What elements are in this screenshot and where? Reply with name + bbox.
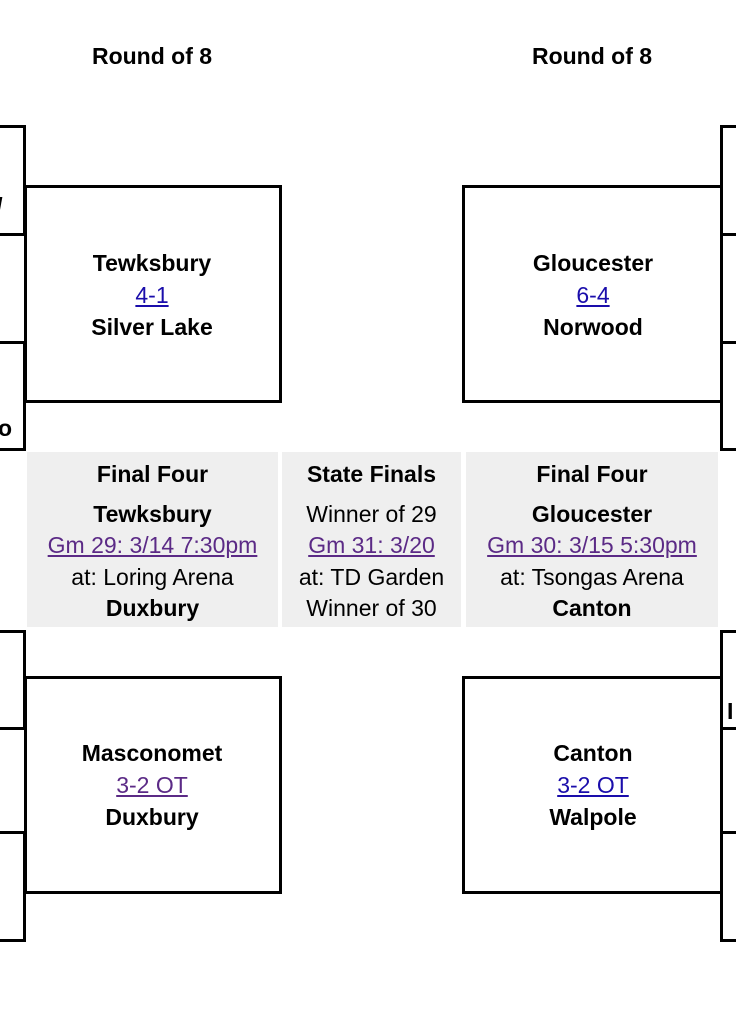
team-name: Masconomet	[81, 740, 223, 766]
team-name: Duxbury	[105, 804, 199, 830]
panel-final-four-left: Final Four Tewksbury Gm 29: 3/14 7:30pm …	[27, 452, 278, 627]
bracket-edge-right-top-1	[720, 125, 736, 236]
score-link[interactable]: 4-1	[135, 282, 169, 308]
game-link[interactable]: Gm 31: 3/20	[308, 532, 435, 558]
team-name: Canton	[553, 740, 633, 766]
bracket-edge-left-bottom-2	[0, 831, 26, 942]
team-name: Gloucester	[532, 250, 654, 276]
panel-team: Canton	[552, 595, 632, 621]
venue-text: at: Tsongas Arena	[500, 563, 684, 590]
panel-title: State Finals	[306, 461, 437, 487]
edge-fragment-left-top: /	[0, 192, 3, 220]
panel-final-four-right: Final Four Gloucester Gm 30: 3/15 5:30pm…	[466, 452, 718, 627]
edge-fragment-left-mid: o	[0, 415, 13, 441]
panel-title: Final Four	[96, 461, 209, 487]
score-link[interactable]: 3-2 OT	[557, 772, 629, 798]
match-bottom-left: Masconomet 3-2 OT Duxbury	[25, 737, 279, 833]
panel-winner-text: Winner of 29	[306, 500, 437, 527]
game-link[interactable]: Gm 30: 3/15 5:30pm	[487, 532, 697, 558]
match-box-top-right	[462, 185, 723, 403]
bracket-edge-left-top-1	[0, 125, 26, 236]
match-bottom-right: Canton 3-2 OT Walpole	[466, 737, 720, 833]
team-name: Norwood	[543, 314, 643, 340]
panel-winner-text: Winner of 30	[306, 595, 437, 621]
venue-text: at: TD Garden	[298, 563, 445, 590]
venue-text: at: Loring Arena	[71, 563, 234, 590]
panel-team: Tewksbury	[93, 500, 212, 527]
match-box-bottom-left	[24, 676, 282, 894]
score-link[interactable]: 3-2 OT	[116, 772, 188, 798]
round-of-8-header-left: Round of 8	[91, 43, 213, 69]
score-link[interactable]: 6-4	[576, 282, 610, 308]
panel-team: Duxbury	[105, 595, 200, 621]
match-top-right: Gloucester 6-4 Norwood	[466, 247, 720, 343]
game-link[interactable]: Gm 29: 3/14 7:30pm	[47, 532, 258, 558]
team-name: Tewksbury	[92, 250, 212, 276]
match-box-top-left	[24, 185, 282, 403]
round-of-8-header-right: Round of 8	[531, 43, 653, 69]
edge-fragment-right-bottom: I	[727, 698, 734, 724]
team-name: Walpole	[549, 804, 637, 830]
team-name: Silver Lake	[91, 314, 213, 340]
panel-title: Final Four	[536, 461, 648, 487]
panel-state-finals: State Finals Winner of 29 Gm 31: 3/20 at…	[282, 452, 461, 627]
match-box-bottom-right	[462, 676, 723, 894]
match-top-left: Tewksbury 4-1 Silver Lake	[25, 247, 279, 343]
bracket-edge-left-bottom-1	[0, 630, 26, 730]
panel-team: Gloucester	[531, 500, 653, 527]
